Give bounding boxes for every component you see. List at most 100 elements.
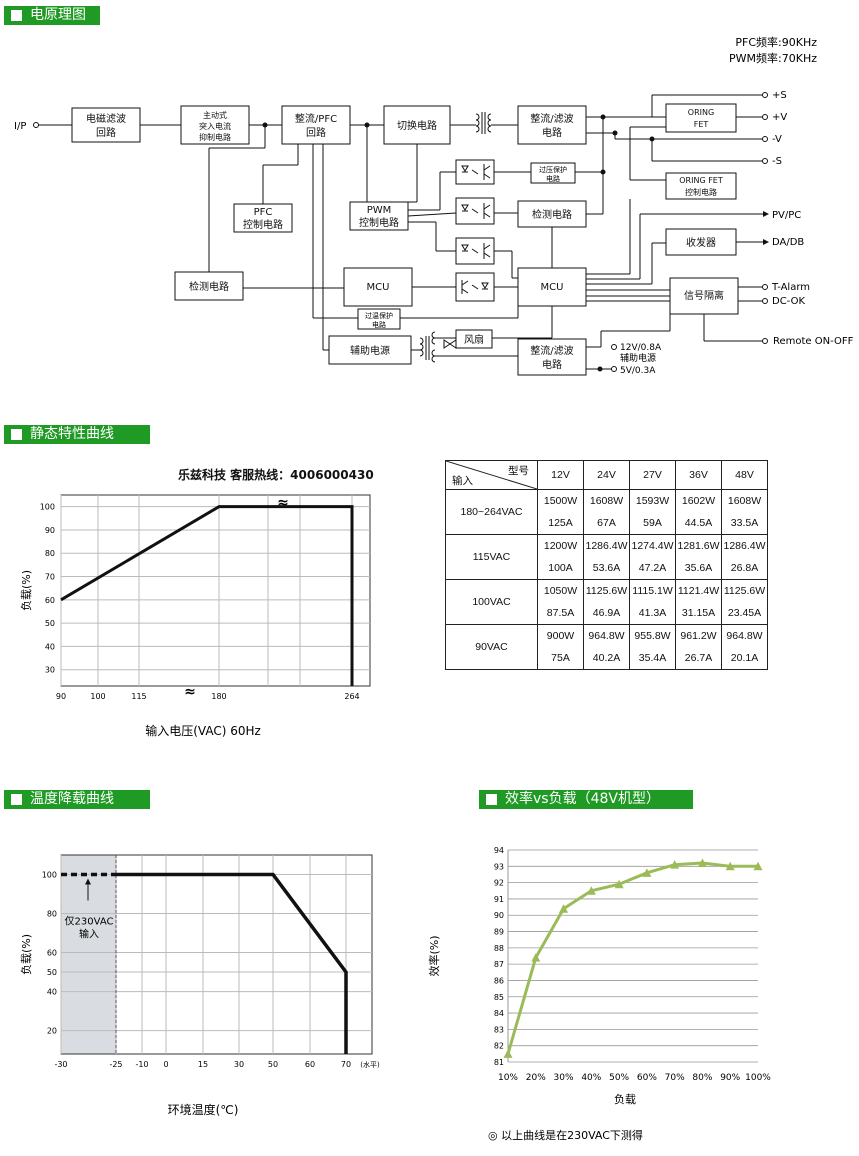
power-cell: 1602W <box>675 489 722 512</box>
output-dc-ok: DC-OK <box>772 296 805 307</box>
current-cell: 26.8A <box>721 557 768 580</box>
current-cell: 67A <box>583 512 630 535</box>
data-point <box>503 1049 513 1058</box>
square-icon <box>11 794 22 805</box>
svg-text:MCU: MCU <box>541 282 564 293</box>
x-tick-label: 50 <box>268 1060 278 1069</box>
x-tick-label: 80% <box>692 1073 712 1083</box>
optocoupler-icon <box>455 197 495 225</box>
svg-text:信号隔离: 信号隔离 <box>684 289 724 302</box>
y-tick-label: 93 <box>494 862 504 871</box>
input-terminal <box>33 122 39 128</box>
x-tick-label: -25 <box>109 1060 122 1069</box>
power-cell: 1125.6W <box>583 579 630 602</box>
y-tick-label: 100 <box>40 503 55 512</box>
model-header: 48V <box>721 460 768 490</box>
x-unit-label: (水平) <box>360 1060 380 1069</box>
y-tick-label: 88 <box>494 944 504 953</box>
current-cell: 100A <box>537 557 584 580</box>
section-header-derating-curve: 温度降载曲线 <box>4 790 150 809</box>
y-tick-label: 20 <box>47 1027 57 1036</box>
aux-12v: 12V/0.8A <box>620 343 662 353</box>
x-tick-label: 90% <box>720 1073 740 1083</box>
y-tick-label: 87 <box>494 960 504 969</box>
pfc-frequency: PFC频率:90KHz <box>735 35 817 49</box>
current-cell: 26.7A <box>675 647 722 670</box>
svg-text:MCU: MCU <box>367 282 390 293</box>
current-cell: 75A <box>537 647 584 670</box>
svg-text:过温保护: 过温保护 <box>365 311 393 320</box>
output-pv-pc: PV/PC <box>772 210 801 221</box>
svg-text:电路: 电路 <box>542 126 562 139</box>
power-cell: 1500W <box>537 489 584 512</box>
model-header: 27V <box>629 460 676 490</box>
x-tick-label: 70 <box>341 1060 351 1069</box>
input-label: I/P <box>14 121 26 132</box>
power-cell: 955.8W <box>629 624 676 647</box>
power-cell: 1115.1W <box>629 579 676 602</box>
x-tick-label: 40% <box>581 1073 601 1083</box>
y-tick-label: 81 <box>494 1058 504 1067</box>
x-tick-label: 0 <box>163 1060 168 1069</box>
x-tick-label: 180 <box>211 692 226 701</box>
current-cell: 125A <box>537 512 584 535</box>
input-voltage-cell: 100VAC <box>445 579 538 625</box>
current-cell: 20.1A <box>721 647 768 670</box>
current-cell: 33.5A <box>721 512 768 535</box>
svg-text:切换电路: 切换电路 <box>397 119 437 132</box>
axis-break-icon: ≈ <box>184 684 196 700</box>
chart-note: ◎ 以上曲线是在230VAC下测得 <box>488 1128 643 1142</box>
x-tick-label: 30% <box>554 1073 574 1083</box>
y-tick-label: 60 <box>45 596 55 605</box>
power-cell: 1050W <box>537 579 584 602</box>
svg-text:PWM: PWM <box>367 205 392 216</box>
y-tick-label: 50 <box>47 968 57 977</box>
transformer-icon <box>475 112 492 134</box>
current-cell: 41.3A <box>629 602 676 625</box>
svg-text:FET: FET <box>694 120 709 129</box>
current-cell: 47.2A <box>629 557 676 580</box>
data-point <box>697 858 707 868</box>
y-tick-label: 86 <box>494 976 504 985</box>
output-remote-on-off: Remote ON-OFF <box>773 336 854 347</box>
aux-rectifier-block <box>517 338 587 376</box>
aux-power-block <box>328 335 412 365</box>
model-header: 12V <box>537 460 584 490</box>
y-axis-label: 负载(%) <box>19 934 33 975</box>
data-point <box>725 861 735 871</box>
svg-text:PFC: PFC <box>254 207 273 218</box>
svg-text:抑制电路: 抑制电路 <box>199 132 231 142</box>
svg-text:检测电路: 检测电路 <box>189 280 229 293</box>
x-tick-label: 264 <box>344 692 359 701</box>
table-corner-cell: 型号 输入 <box>445 460 538 490</box>
y-tick-label: 85 <box>494 993 504 1002</box>
y-tick-label: 83 <box>494 1025 504 1034</box>
table-header-row: 型号 输入 12V 24V 27V 36V 48V <box>445 460 768 490</box>
current-cell: 87.5A <box>537 602 584 625</box>
power-cell: 1608W <box>721 489 768 512</box>
svg-text:回路: 回路 <box>306 126 326 139</box>
rectifier-filter-block <box>517 105 587 145</box>
power-cell: 900W <box>537 624 584 647</box>
optocoupler-icon <box>455 159 495 185</box>
svg-text:电磁滤波: 电磁滤波 <box>86 112 126 125</box>
svg-text:整流/滤波: 整流/滤波 <box>530 112 573 125</box>
annotation-text: 仅230VAC <box>65 916 114 928</box>
svg-text:收发器: 收发器 <box>686 236 716 249</box>
y-tick-label: 50 <box>45 619 55 628</box>
svg-text:控制电路: 控制电路 <box>685 187 717 197</box>
current-cell: 46.9A <box>583 602 630 625</box>
y-tick-label: 40 <box>47 988 57 997</box>
power-cell: 1593W <box>629 489 676 512</box>
current-cell: 31.15A <box>675 602 722 625</box>
fan-icon <box>443 339 457 349</box>
svg-text:ORING: ORING <box>688 108 714 117</box>
power-cell: 1608W <box>583 489 630 512</box>
x-tick-label: 15 <box>198 1060 208 1069</box>
oring-control-block <box>665 172 737 200</box>
